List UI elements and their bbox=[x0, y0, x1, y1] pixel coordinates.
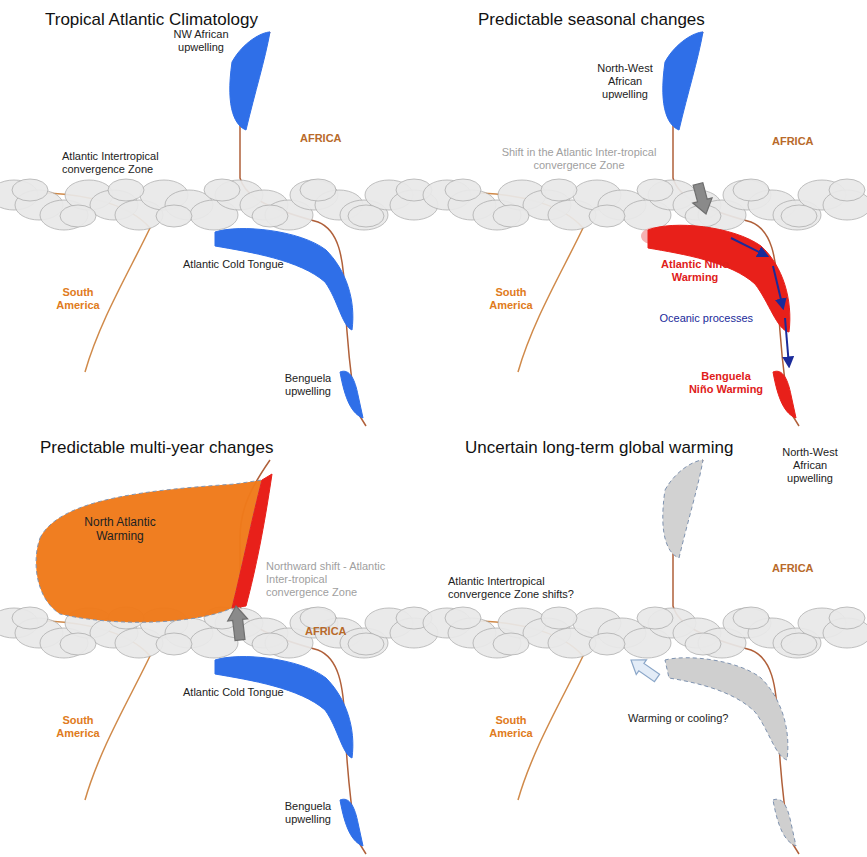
map-panel bbox=[423, 460, 867, 854]
cloud-band bbox=[423, 179, 867, 230]
map-panel bbox=[0, 32, 438, 426]
map-label: Warming or cooling? bbox=[628, 712, 758, 725]
map-label: Atlantic Cold Tongue bbox=[183, 686, 313, 699]
uncertain-region bbox=[663, 460, 703, 558]
uncertain-region bbox=[665, 658, 788, 760]
uncertain-region bbox=[773, 799, 796, 846]
map-label: AFRICA bbox=[772, 562, 832, 575]
map-label: South America bbox=[48, 714, 108, 740]
upwelling-region bbox=[340, 371, 363, 418]
shift-arrow bbox=[693, 183, 712, 214]
map-label: South America bbox=[481, 714, 541, 740]
map-label: Atlantic Intertropical convergence Zone bbox=[62, 150, 212, 176]
panel-title: Predictable multi-year changes bbox=[40, 438, 420, 458]
map-label: North-West African upwelling bbox=[770, 446, 850, 486]
process-arrow bbox=[785, 318, 789, 366]
map-label: South America bbox=[48, 286, 108, 312]
africa-coast bbox=[673, 460, 799, 854]
map-label: AFRICA bbox=[772, 135, 832, 148]
upwelling-region bbox=[340, 799, 363, 846]
map-label: Benguela Niño Warming bbox=[688, 370, 764, 396]
map-label: North-West African upwelling bbox=[590, 62, 660, 102]
warming-region bbox=[648, 225, 790, 332]
cloud-band bbox=[423, 607, 867, 658]
map-label: Benguela upwelling bbox=[278, 372, 338, 398]
map-label: AFRICA bbox=[300, 132, 360, 145]
map-label: Oceanic processes bbox=[648, 312, 753, 325]
map-label: North Atlantic Warming bbox=[70, 515, 170, 544]
warming-region bbox=[773, 371, 796, 418]
warming-region bbox=[36, 480, 262, 622]
panel-title: Predictable seasonal changes bbox=[478, 10, 858, 30]
map-label: Atlantic Niño Warming bbox=[655, 258, 735, 284]
map-label: Atlantic Cold Tongue bbox=[183, 258, 313, 271]
map-label: Northward shift - Atlantic Inter-tropica… bbox=[266, 560, 388, 600]
process-arrow bbox=[731, 238, 767, 256]
panel-title: Tropical Atlantic Climatology bbox=[45, 10, 425, 30]
map-panel bbox=[0, 460, 438, 854]
map-label: Benguela upwelling bbox=[278, 800, 338, 826]
shift-arrow bbox=[631, 660, 660, 682]
map-label: Shift in the Atlantic Inter-tropical con… bbox=[495, 146, 663, 172]
map-label: Atlantic Intertropical convergence Zone … bbox=[448, 575, 582, 601]
shift-arrow bbox=[228, 606, 248, 641]
cloud-band bbox=[0, 179, 438, 230]
upwelling-region bbox=[230, 32, 270, 130]
cold-tongue-region bbox=[215, 657, 353, 758]
map-label: NW African upwelling bbox=[165, 28, 237, 54]
map-panel bbox=[423, 32, 867, 426]
upwelling-region bbox=[663, 32, 703, 130]
map-label: AFRICA bbox=[305, 625, 365, 638]
map-label: South America bbox=[481, 286, 541, 312]
cold-tongue-region bbox=[215, 229, 353, 330]
process-arrow bbox=[773, 266, 783, 308]
